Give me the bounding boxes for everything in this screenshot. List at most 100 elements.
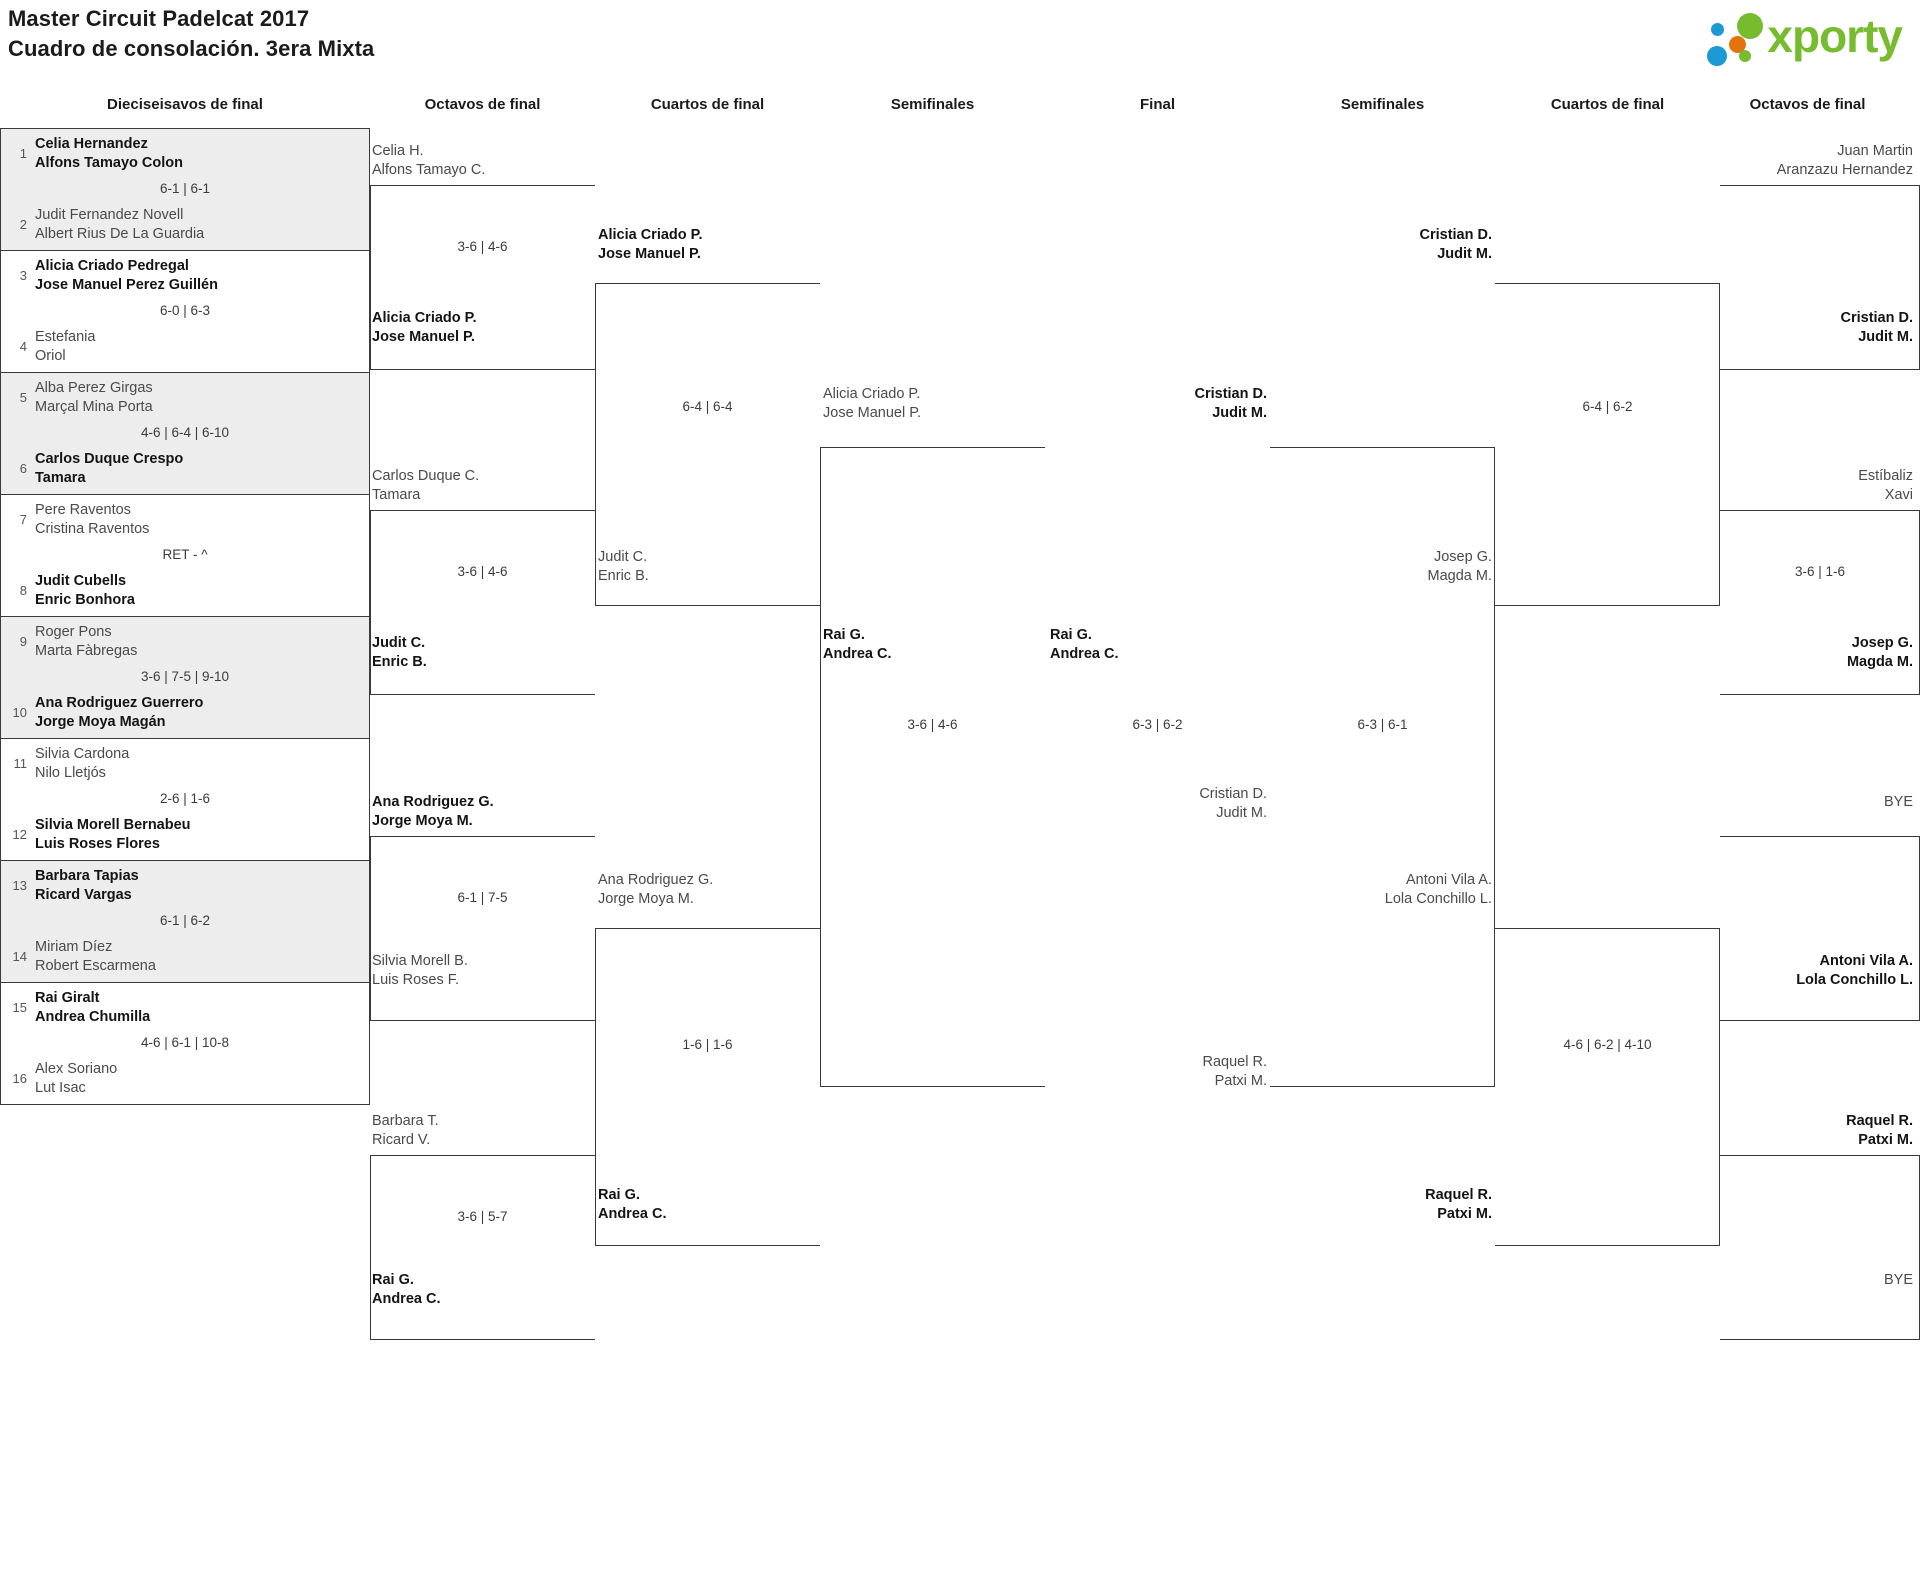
match-score: 3-6 | 4-6	[457, 239, 508, 254]
player-name: Magda M.	[1846, 654, 1913, 670]
player-name: Cristian D.	[1199, 786, 1267, 802]
player-name: BYE	[1883, 794, 1913, 810]
match-score: 6-1 | 7-5	[457, 890, 508, 905]
round-heading-right-qf: Cuartos de final	[1550, 96, 1665, 113]
team-names: Alex Soriano Lut Isac	[27, 1060, 117, 1098]
match-score: 6-1 | 6-2	[159, 913, 211, 928]
match-box[interactable]	[1495, 283, 1720, 606]
seed-number: 14	[12, 949, 27, 964]
player-name: Patxi M.	[1214, 1073, 1267, 1089]
player-name: Lola Conchillo L.	[1384, 891, 1492, 907]
player-name: Juan Martin	[1837, 143, 1913, 159]
match-score: 1-6 | 1-6	[682, 1037, 733, 1052]
player-name: Judit M.	[1858, 329, 1913, 345]
seed-number: 6	[19, 461, 27, 476]
match-score: 6-4 | 6-4	[682, 399, 733, 414]
team-names: Rai G. Andrea C.	[372, 1271, 441, 1309]
player-name: Miriam Díez	[35, 939, 113, 955]
team-names: Celia Hernandez Alfons Tamayo Colon	[27, 135, 183, 173]
team-names: Carlos Duque Crespo Tamara	[27, 450, 183, 488]
player-name: Barbara Tapias	[35, 868, 139, 884]
player-name: Robert Escarmena	[35, 958, 156, 974]
team-names: Antoni Vila A. Lola Conchillo L.	[1270, 871, 1492, 909]
match-row[interactable]: 13 Barbara Tapias Ricard Vargas 6-1 | 6-…	[1, 861, 369, 983]
seed-number: 3	[19, 268, 27, 283]
match-row[interactable]: 3 Alicia Criado Pedregal Jose Manuel Per…	[1, 251, 369, 373]
team-names: Estefania Oriol	[27, 328, 95, 366]
player-name: Xavi	[1884, 487, 1913, 503]
player-name: Rai G.	[598, 1187, 640, 1203]
player-name: Alicia Criado Pedregal	[35, 258, 189, 274]
team-names: Miriam Díez Robert Escarmena	[27, 938, 156, 976]
player-name: Tamara	[35, 470, 86, 486]
player-name: Celia Hernandez	[35, 136, 148, 152]
team-names: BYE	[1600, 793, 1913, 812]
tournament-name: Master Circuit Padelcat 2017	[8, 6, 310, 31]
player-name: Josep G.	[1851, 635, 1913, 651]
player-name: Cristian D.	[1419, 227, 1492, 243]
match-row[interactable]: 5 Alba Perez Girgas Marçal Mina Porta 4-…	[1, 373, 369, 495]
seed-number: 15	[12, 1000, 27, 1015]
player-name: Silvia Morell Bernabeu	[35, 817, 191, 833]
team-names: Silvia Morell Bernabeu Luis Roses Flores	[27, 816, 191, 854]
seed-number: 5	[19, 390, 27, 405]
team-names: Juan Martin Aranzazu Hernandez	[1495, 142, 1913, 180]
logo-dots-icon	[1707, 10, 1764, 66]
team-names: Carlos Duque C. Tamara	[372, 467, 479, 505]
match-score: 3-6 | 7-5 | 9-10	[140, 669, 230, 684]
team-names: Alicia Criado P. Jose Manuel P.	[823, 385, 921, 423]
player-name: Andrea Chumilla	[35, 1009, 151, 1025]
player-name: Barbara T.	[372, 1113, 439, 1129]
match-score: 6-4 | 6-2	[1582, 399, 1633, 414]
match-box[interactable]	[595, 283, 820, 606]
team-names: Alicia Criado Pedregal Jose Manuel Perez…	[27, 257, 218, 295]
round-heading-right-r16: Octavos de final	[1749, 96, 1866, 113]
player-name: Marta Fàbregas	[35, 643, 138, 659]
player-name: Aranzazu Hernandez	[1776, 162, 1913, 178]
match-box[interactable]	[370, 510, 595, 695]
player-name: Judit C.	[372, 635, 426, 651]
seed-number: 13	[12, 878, 27, 893]
player-name: Andrea C.	[598, 1206, 667, 1222]
player-name: Jose Manuel P.	[598, 246, 701, 262]
player-name: Estíbaliz	[1858, 468, 1913, 484]
team-names: Barbara T. Ricard V.	[372, 1112, 439, 1150]
match-score: 3-6 | 1-6	[1794, 564, 1846, 579]
match-row[interactable]: 9 Roger Pons Marta Fàbregas 3-6 | 7-5 | …	[1, 617, 369, 739]
match-row[interactable]: 1 Celia Hernandez Alfons Tamayo Colon 6-…	[1, 129, 369, 251]
match-box[interactable]	[1720, 836, 1920, 1021]
match-row[interactable]: 7 Pere Raventos Cristina Raventos RET - …	[1, 495, 369, 617]
seed-number: 2	[19, 217, 27, 232]
match-score: 4-6 | 6-2 | 4-10	[1563, 1037, 1652, 1052]
player-name: Ana Rodriguez G.	[372, 794, 494, 810]
match-box[interactable]	[1495, 928, 1720, 1246]
player-name: Judit C.	[598, 549, 648, 565]
match-box[interactable]	[1720, 1155, 1920, 1340]
match-score: 3-6 | 4-6	[457, 564, 508, 579]
player-name: Patxi M.	[1437, 1206, 1492, 1222]
player-name: Alicia Criado P.	[598, 227, 703, 243]
player-name: Rai Giralt	[35, 990, 100, 1006]
match-score: 6-1 | 6-1	[159, 181, 211, 196]
player-name: Celia H.	[372, 143, 424, 159]
player-name: Lola Conchillo L.	[1796, 972, 1913, 988]
match-row[interactable]: 15 Rai Giralt Andrea Chumilla 4-6 | 6-1 …	[1, 983, 369, 1104]
player-name: Cristina Raventos	[35, 521, 150, 537]
team-names: Pere Raventos Cristina Raventos	[27, 501, 149, 539]
match-box[interactable]	[370, 1155, 595, 1340]
player-name: Judit Fernandez Novell	[35, 207, 184, 223]
match-box[interactable]	[820, 447, 1045, 1087]
match-box[interactable]	[595, 928, 820, 1246]
seed-number: 1	[19, 146, 27, 161]
match-box[interactable]	[370, 836, 595, 1021]
match-score: 2-6 | 1-6	[159, 791, 211, 806]
final-right-team: Cristian D. Judit M.	[1045, 785, 1267, 823]
match-box[interactable]	[370, 185, 595, 370]
team-names: Cristian D. Judit M.	[1600, 309, 1913, 347]
team-names: Estíbaliz Xavi	[1560, 467, 1913, 505]
match-row[interactable]: 11 Silvia Cardona Nilo Lletjós 2-6 | 1-6…	[1, 739, 369, 861]
team-names: Rai G. Andrea C.	[823, 626, 892, 664]
player-name: Antoni Vila A.	[1406, 872, 1492, 888]
player-name: Rai G.	[823, 627, 865, 643]
match-box[interactable]	[1270, 447, 1495, 1087]
